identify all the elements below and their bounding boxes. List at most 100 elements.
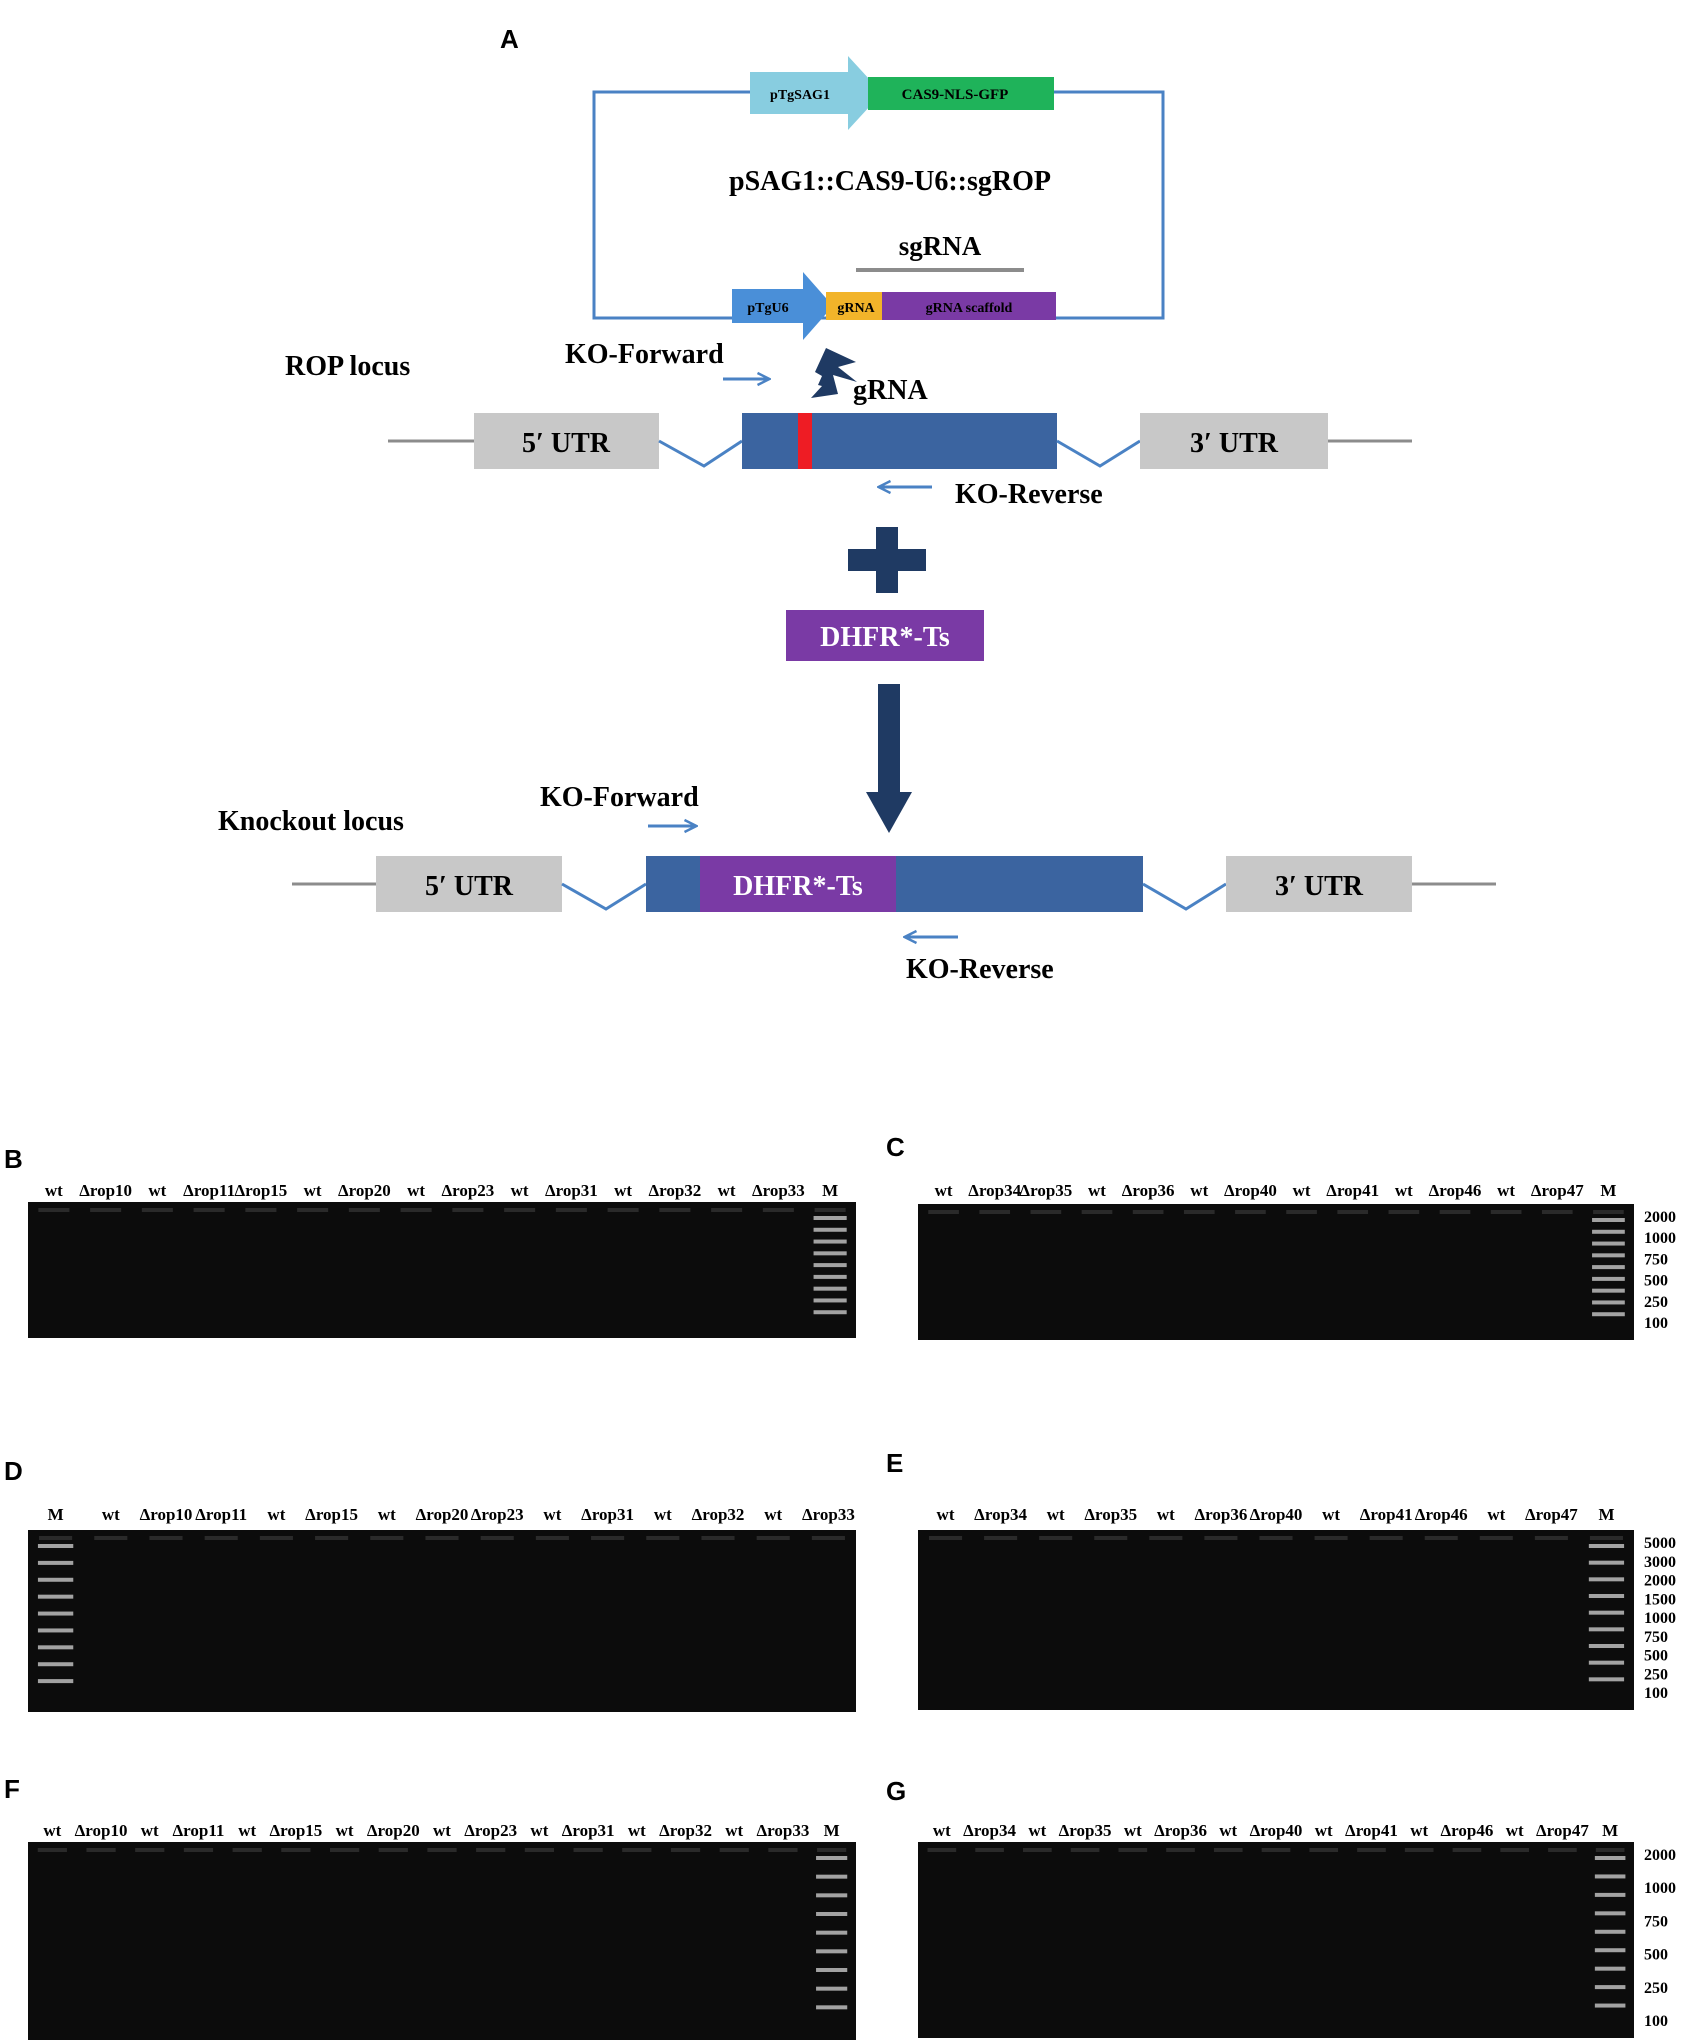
lane-label: Δrop31 [562,1821,615,1840]
u6-promoter-arrow [732,272,833,340]
ladder-band [816,1930,848,1935]
ko-intron-right [1142,882,1227,911]
ladder-size-label: 1000 [1644,1880,1676,1897]
lane-label: Δrop41 [1345,1821,1398,1840]
gel-well [1452,1848,1482,1852]
ladder-band [813,1216,847,1220]
ladder-size-label: 2000 [1644,1573,1676,1590]
ladder-band [813,1274,847,1279]
ladder-band [1588,1594,1625,1598]
lane-label: wt [654,1505,672,1524]
lane-label: Δrop34 [974,1505,1027,1524]
gel-well [622,1848,652,1852]
ko-utr5-box [376,856,562,912]
gel-well [573,1848,603,1852]
lane-label: Δrop47 [1525,1505,1578,1524]
panel-a: A pTgSAG1 CAS9-NLS-GFP pSAG1::CAS9-U6::s… [218,24,1496,985]
lane-label: Δrop11 [173,1821,225,1840]
gel-well [535,1536,569,1540]
lane-label: wt [1047,1505,1065,1524]
gel-well [814,1208,846,1212]
lane-label: wt [378,1505,396,1524]
ko-insert-box [700,856,896,912]
ladder-size-label: 500 [1644,1648,1668,1665]
gel-well [329,1848,360,1852]
dhfr-marker-box [786,610,984,661]
lane-label: wt [1497,1181,1515,1200]
lane-label: wt [1028,1821,1046,1840]
ladder-band [1592,1218,1625,1222]
gel-well [452,1208,484,1212]
gel-well [378,1848,408,1852]
lane-label: Δrop46 [1441,1821,1494,1840]
ladder-band [37,1645,74,1650]
gel-well [1424,1536,1458,1540]
ladder-band [37,1594,74,1599]
gel-well [94,1536,128,1540]
gel-well [975,1848,1004,1852]
ladder-band [1588,1560,1625,1565]
lane-label: wt [614,1181,632,1200]
lane-label: Δrop33 [752,1181,805,1200]
gel-image [28,1202,856,1338]
ladder-size-label: 500 [1644,1947,1668,1964]
gel-well [193,1208,225,1212]
lane-label: Δrop23 [441,1181,494,1200]
gel-well [259,1536,293,1540]
ladder-size-label: 1000 [1644,1610,1676,1627]
gel-well [719,1848,749,1852]
ladder-band [1594,1966,1626,1971]
gel-image [28,1530,856,1712]
gel-well [1030,1210,1062,1214]
lane-label: wt [718,1181,736,1200]
lane-label: wt [511,1181,529,1200]
ladder-band [1588,1644,1625,1648]
lane-label: wt [141,1821,159,1840]
ladder-band [1594,1985,1626,1990]
lane-label: Δrop47 [1536,1821,1589,1840]
gel-well [984,1536,1018,1540]
gel-well [817,1848,847,1852]
ladder-band [813,1251,847,1256]
lane-label: Δrop36 [1154,1821,1207,1840]
ladder-band [37,1611,74,1616]
lane-label: wt [764,1505,782,1524]
gel-well [480,1536,514,1540]
ladder-band [816,1874,848,1879]
gel-well [1439,1210,1471,1214]
ladder-size-label: 2000 [1644,1209,1676,1226]
lane-label: wt [935,1181,953,1200]
ladder-band [37,1544,74,1548]
lane-label: Δrop15 [234,1181,287,1200]
ladder-band [1594,1892,1626,1897]
lane-label: M [48,1505,64,1524]
gel-well [1595,1848,1625,1852]
gel-well [1235,1210,1266,1214]
ladder-band [1588,1660,1625,1665]
ladder-band [1588,1544,1625,1548]
ladder-band [1594,2003,1626,2008]
gel-well [1023,1848,1052,1852]
lane-label: wt [433,1821,451,1840]
gel-well [811,1536,845,1540]
ladder-band [1588,1677,1625,1682]
ko-reverse-label: KO-Reverse [906,954,1054,985]
ladder-size-label: 250 [1644,1294,1668,1311]
gel-well [1500,1848,1529,1852]
gel-well [1132,1210,1164,1214]
gel-well [591,1536,625,1540]
ladder-band [1592,1312,1625,1317]
ladder-band [813,1239,847,1244]
sag1-promoter-label: pTgSAG1 [770,88,830,103]
gel-well [927,1848,957,1852]
lane-label: wt [1088,1181,1106,1200]
lane-label: Δrop15 [269,1821,322,1840]
panel-g-letter: G [886,1776,906,1806]
lane-label: wt [530,1821,548,1840]
lane-label: Δrop10 [75,1821,128,1840]
gel-well [711,1208,743,1212]
lane-label: wt [1293,1181,1311,1200]
lane-label: wt [1506,1821,1524,1840]
ladder-size-label: 3000 [1644,1554,1676,1571]
